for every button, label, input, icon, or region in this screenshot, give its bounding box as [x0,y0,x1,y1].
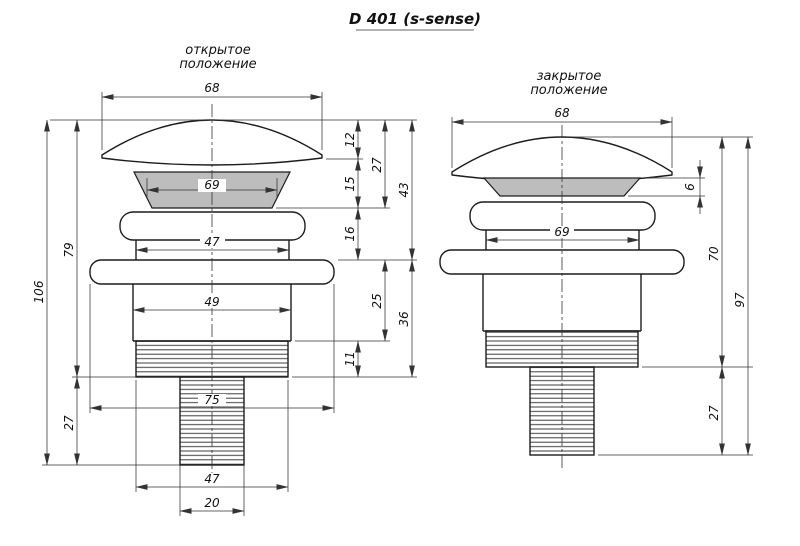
closed-view-label-line1: закрытое [537,69,602,84]
text-mask [200,296,225,308]
dim-open-cap-seal-height: 27 [370,157,384,173]
text-mask [198,179,226,192]
text-mask [198,394,226,406]
title-block: D 401 (s-sense) [349,10,481,31]
dimension-lines [451,119,751,456]
dim-open-lower-total-height: 36 [397,311,411,327]
dim-open-neck-diameter: 47 [204,235,220,249]
dim-closed-overall-height: 97 [733,292,747,308]
dim-open-plate-diameter: 75 [204,393,219,407]
cap-outline [101,119,323,166]
dim-open-cap-diameter: 68 [204,81,220,95]
dim-text-backgrounds [550,226,574,238]
page-title: D 401 (s-sense) [349,10,481,28]
dimension-lines [44,94,415,514]
open-view-label-line2: положение [179,57,256,72]
dim-closed-body-height: 70 [707,246,721,262]
closed-view-dimensions: 68 69 6 70 27 97 [451,106,753,456]
dim-open-seal-height: 15 [343,176,357,191]
closed-position-view: закрытое положение [439,69,753,470]
text-mask [200,236,225,248]
open-view-geometry [89,104,335,480]
dim-open-seal-diameter: 69 [204,178,219,192]
text-mask [550,226,574,238]
extension-lines [451,117,753,456]
open-view-dimensions: 68 69 47 49 75 47 20 106 79 27 12 15 16 … [32,81,417,516]
dim-open-body-height: 79 [62,242,76,257]
dim-open-thread-top-height: 11 [343,351,357,366]
closed-view-label-line2: положение [530,83,607,98]
dim-open-overall-height: 106 [32,280,46,303]
text-mask [200,473,225,485]
dim-open-tail-diameter: 20 [204,496,220,510]
dim-closed-seal-gap: 6 [683,183,697,191]
dim-open-tail-length: 27 [62,415,76,431]
closed-view-geometry [439,125,685,470]
open-position-view: открытое положение [32,43,417,516]
dim-closed-flange-diameter: 69 [554,225,569,239]
dim-open-body-section-height: 25 [370,293,384,308]
dim-open-thread-diameter: 47 [204,472,220,486]
dim-closed-cap-diameter: 68 [554,106,570,120]
dim-open-cap-height: 12 [343,132,357,147]
dim-open-body-diameter: 49 [204,295,219,309]
dim-open-flange-height: 16 [343,226,357,242]
dim-closed-tail-length: 27 [707,405,721,421]
dim-open-top-total-height: 43 [397,182,411,197]
dim-text-backgrounds [198,179,226,485]
open-view-label-line1: открытое [185,43,250,58]
